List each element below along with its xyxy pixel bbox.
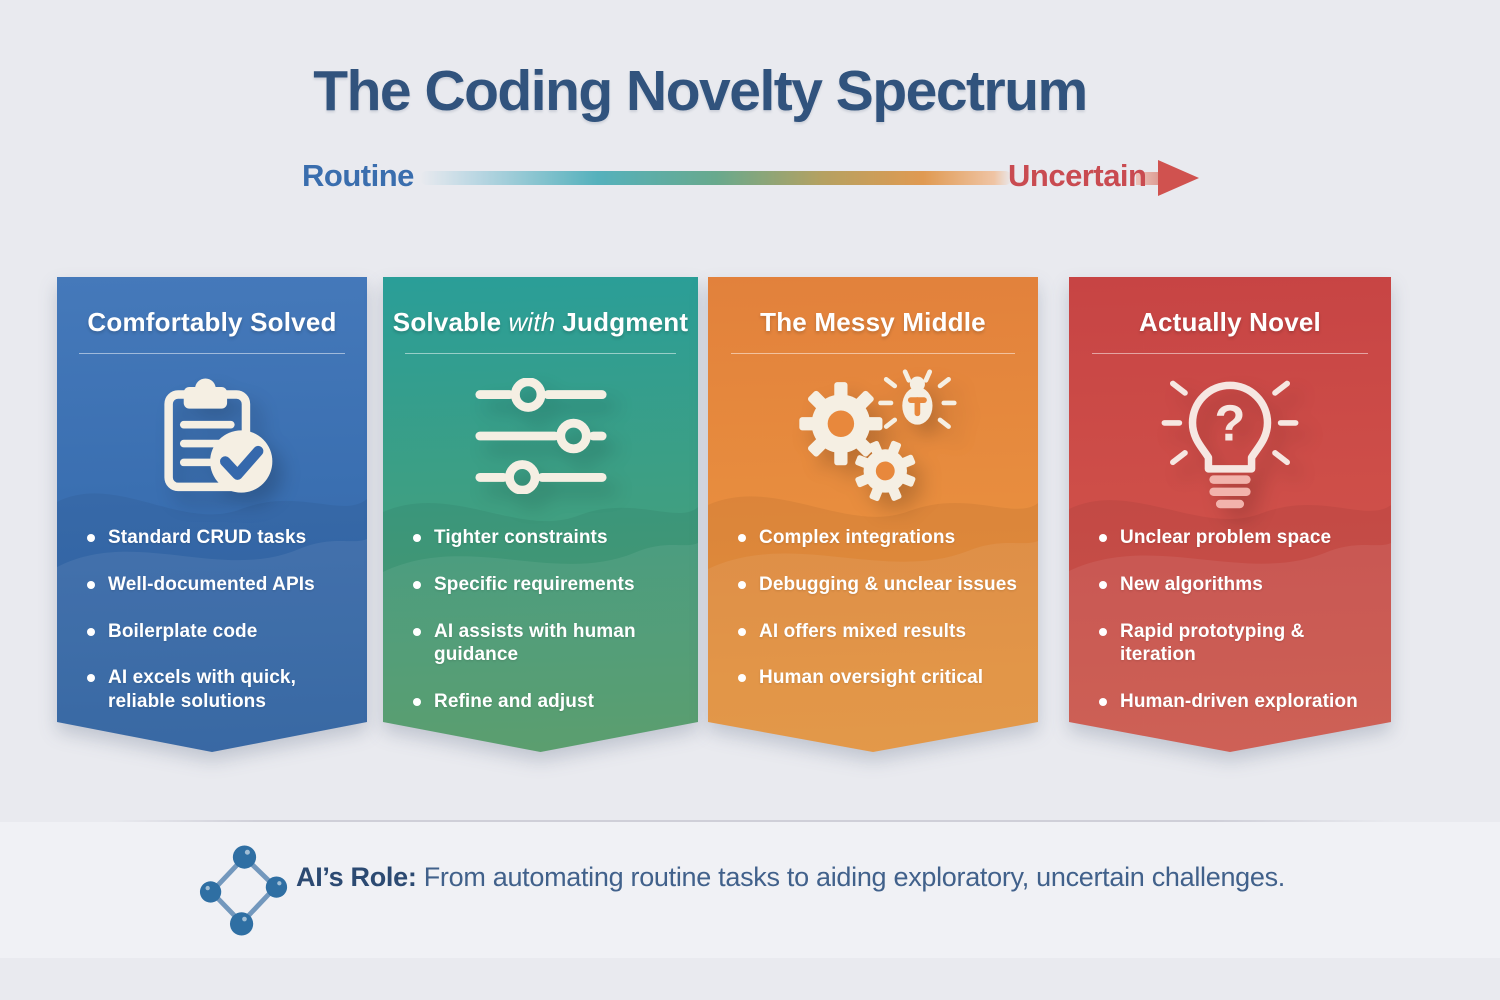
lightbulb-question-icon: ?	[1161, 380, 1299, 509]
card-title: Comfortably Solved	[87, 307, 337, 337]
uncertain-label: Uncertain	[1008, 158, 1147, 193]
bullet-item: Rapid prototyping & iteration	[1097, 620, 1375, 668]
network-nodes-icon	[199, 845, 288, 936]
gears-bug-icon	[799, 369, 957, 502]
card-actually-novel: Actually Novel ?	[1069, 277, 1391, 752]
card-messy-middle: The Messy Middle	[708, 277, 1038, 752]
bullet-item: Boilerplate code	[85, 620, 351, 644]
card-title: Actually Novel	[1139, 307, 1321, 337]
card-divider	[731, 353, 1015, 354]
card-comfortably-solved: Comfortably Solved Standard	[57, 277, 367, 752]
sliders-icon	[474, 378, 607, 494]
footer-role-label: AI’s Role:	[296, 862, 417, 892]
clipboard-check-icon	[164, 378, 273, 493]
bullet-item: AI excels with quick, reliable solutions	[85, 666, 351, 714]
bullet-item: Refine and adjust	[411, 690, 682, 714]
page-title: The Coding Novelty Spectrum	[313, 59, 1088, 123]
footer-role-text: AI’s Role: From automating routine tasks…	[296, 862, 1396, 893]
spectrum-gradient-bar	[420, 171, 1012, 185]
card-banner: Actually Novel ?	[1069, 277, 1391, 752]
footer-band	[0, 822, 1500, 958]
svg-text:?: ?	[1215, 395, 1246, 452]
bullet-item: Human-driven exploration	[1097, 690, 1375, 714]
card-divider	[78, 353, 346, 354]
footer-divider	[108, 820, 1393, 822]
footer-role-body: From automating routine tasks to aiding …	[423, 862, 1286, 892]
bullet-item: New algorithms	[1097, 573, 1375, 597]
card-bullet-list: Complex integrations Debugging & unclear…	[708, 526, 1038, 690]
bullet-item: AI offers mixed results	[736, 620, 1022, 644]
bullet-item: Well-documented APIs	[85, 573, 351, 597]
card-divider	[405, 353, 676, 354]
bullet-item: Unclear problem space	[1097, 526, 1375, 550]
card-bullet-list: Standard CRUD tasks Well-documented APIs…	[57, 526, 367, 714]
card-divider	[1091, 353, 1369, 354]
card-bullet-list: Unclear problem space New algorithms Rap…	[1069, 526, 1391, 714]
card-title: The Messy Middle	[760, 307, 986, 337]
routine-label: Routine	[302, 158, 414, 193]
card-bullet-list: Tighter constraints Specific requirement…	[383, 526, 698, 714]
bullet-item: Standard CRUD tasks	[85, 526, 351, 550]
spectrum-arrowhead-icon	[1158, 160, 1199, 196]
bullet-item: Specific requirements	[411, 573, 682, 597]
card-banner: The Messy Middle	[708, 277, 1038, 752]
card-banner: Comfortably Solved Standard	[57, 277, 367, 752]
bullet-item: Complex integrations	[736, 526, 1022, 550]
bullet-item: AI assists with human guidance	[411, 620, 682, 668]
bullet-item: Tighter constraints	[411, 526, 682, 550]
bullet-item: Human oversight critical	[736, 666, 1022, 690]
bullet-item: Debugging & unclear issues	[736, 573, 1022, 597]
